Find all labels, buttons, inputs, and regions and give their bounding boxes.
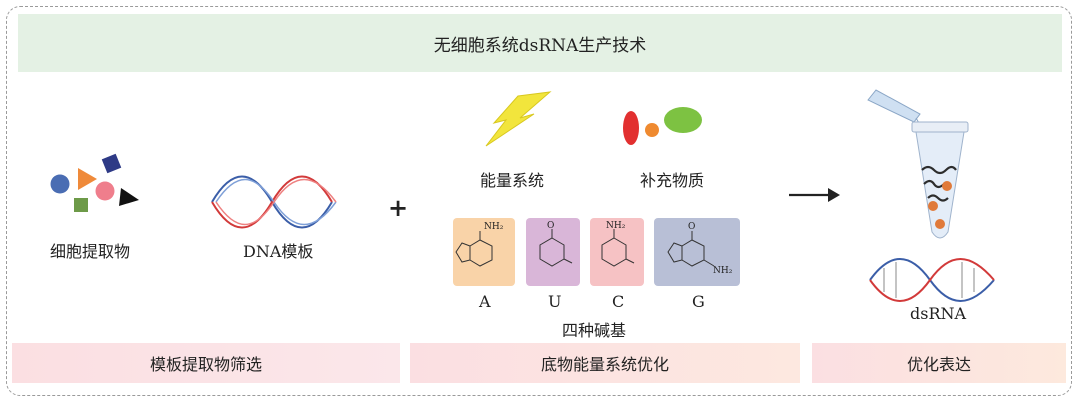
cell-extract-label: 细胞提取物 — [50, 242, 131, 261]
outer-frame — [6, 6, 1072, 396]
base-c-letter: C — [612, 292, 625, 311]
base-a-nh2: NH₂ — [484, 222, 504, 232]
title-bar: 无细胞系统dsRNA生产技术 — [18, 14, 1062, 72]
base-u-o: O — [547, 221, 555, 231]
base-g-nh2: NH₂ — [713, 266, 733, 276]
stage-band-optimized-expression: 优化表达 — [812, 343, 1066, 383]
base-a-letter: A — [479, 292, 491, 311]
cell-extract-icon — [50, 153, 139, 212]
base-u-letter: U — [548, 292, 562, 311]
process-arrow — [789, 188, 840, 202]
stage-label: 优化表达 — [906, 355, 971, 374]
reaction-tube-icon — [867, 89, 969, 239]
base-card-c — [590, 218, 644, 286]
supplement-label: 补充物质 — [640, 171, 705, 190]
dsrna-product-icon — [869, 258, 995, 302]
four-bases-label: 四种碱基 — [562, 321, 627, 340]
stage-band-template-screening: 模板提取物筛选 — [12, 343, 400, 383]
base-card-a — [453, 218, 515, 286]
energy-system-label: 能量系统 — [480, 171, 545, 190]
dna-template-icon — [211, 175, 337, 229]
base-g-letter: G — [692, 292, 705, 311]
base-c-nh2: NH₂ — [606, 221, 626, 231]
dna-template-label: DNA模板 — [243, 242, 314, 261]
diagram-title: 无细胞系统dsRNA生产技术 — [433, 35, 647, 56]
base-g-o: O — [688, 222, 696, 232]
plus-sign: + — [388, 193, 409, 222]
base-card-u — [526, 218, 580, 286]
supplement-icon — [623, 107, 702, 145]
stage-label: 模板提取物筛选 — [149, 355, 262, 374]
lightning-icon — [485, 91, 552, 147]
stage-label: 底物能量系统优化 — [540, 355, 669, 374]
base-card-g — [654, 218, 740, 286]
stage-band-energy-optimization: 底物能量系统优化 — [410, 343, 800, 383]
dsrna-label: dsRNA — [910, 304, 967, 323]
